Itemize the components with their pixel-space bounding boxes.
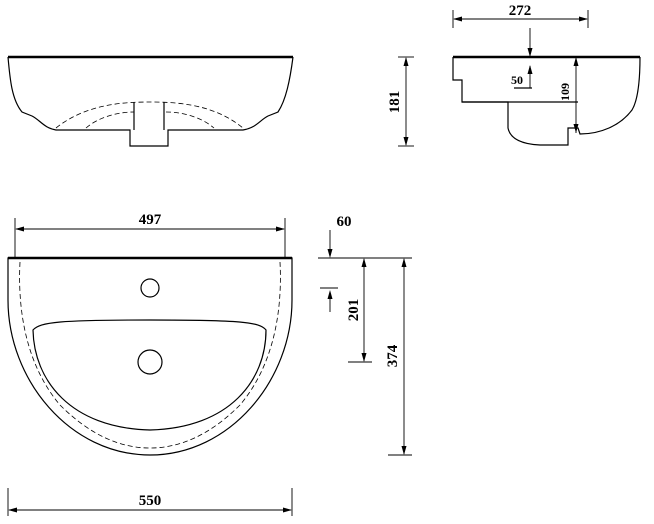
label-550: 550 [139, 493, 162, 509]
dimension-109: 109 [558, 57, 579, 133]
front-view [7, 55, 294, 147]
tap-hole [140, 278, 160, 298]
drain-hole [137, 349, 163, 375]
top-hidden-outline [19, 261, 281, 449]
label-201: 201 [346, 299, 362, 322]
side-basin-outline [452, 56, 641, 146]
label-109: 109 [558, 83, 572, 101]
front-basin-outline [7, 56, 294, 147]
label-50: 50 [511, 73, 523, 87]
dimension-181: 181 [387, 56, 414, 147]
dimension-201: 201 [346, 258, 372, 363]
dimension-374: 374 [385, 258, 412, 456]
front-bowl-hidden-inner [85, 111, 215, 129]
label-181: 181 [387, 91, 403, 114]
front-bowl-hidden-line [55, 101, 244, 129]
dimension-272: 272 [452, 3, 589, 28]
dimension-550: 550 [7, 488, 293, 516]
label-60: 60 [337, 214, 352, 230]
label-374: 374 [385, 344, 401, 367]
top-outer-outline [7, 257, 293, 456]
top-bowl-outline [32, 319, 267, 431]
dimension-60: 60 [318, 214, 412, 312]
dimension-497: 497 [14, 212, 286, 258]
label-272: 272 [509, 3, 532, 19]
side-view [452, 55, 641, 146]
dimension-50: 50 [511, 28, 533, 88]
label-497: 497 [139, 212, 162, 228]
top-view [7, 256, 293, 456]
